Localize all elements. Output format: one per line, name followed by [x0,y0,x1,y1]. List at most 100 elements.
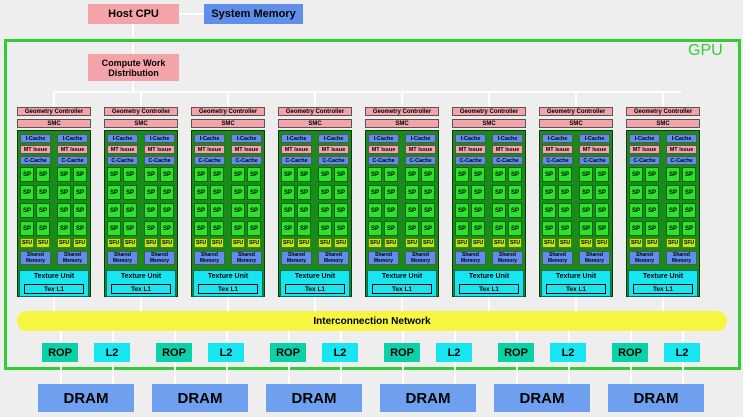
sfu-unit: SFU [542,238,556,248]
sp-core: SP [20,221,34,236]
sp-core: SP [231,203,245,218]
mt-issue: MT Issue [368,145,399,154]
network-to-l2-line [112,331,114,343]
network-to-rop-line [630,331,632,343]
sp-core: SP [629,203,643,218]
sp-core: SP [421,221,435,236]
l2-cache: L2 [664,343,700,362]
tpc-feed-line [314,92,316,107]
shared-memory: Shared Memory [368,251,399,265]
tpc-feed-line [575,92,577,107]
sp-core: SP [281,185,295,200]
sp-core: SP [384,203,398,218]
sp-core: SP [368,203,382,218]
sp-core: SP [334,185,348,200]
sp-core: SP [20,167,34,182]
tpc-to-network-line [227,297,229,311]
ccache: C-Cache [666,156,697,165]
sp-core: SP [682,185,696,200]
sfu-unit: SFU [682,238,696,248]
sfu-unit: SFU [421,238,435,248]
sp-core: SP [682,203,696,218]
geometry-controller: Geometry Controller [365,107,439,116]
geometry-controller: Geometry Controller [278,107,352,116]
tex-l1: Tex L1 [111,284,171,294]
sp-core: SP [281,167,295,182]
tex-l1: Tex L1 [459,284,519,294]
sp-core: SP [36,203,50,218]
sp-core: SP [579,167,593,182]
mt-issue: MT Issue [231,145,262,154]
rop-to-dram-line [516,362,518,384]
l2-to-dram-line [682,362,684,384]
sp-core: SP [318,221,332,236]
rop-unit: ROP [42,343,78,362]
sfu-unit: SFU [579,238,593,248]
sp-core: SP [123,221,137,236]
sfu-unit: SFU [194,238,208,248]
tpc-to-network-line [488,297,490,311]
sp-core: SP [595,167,609,182]
sp-core: SP [492,221,506,236]
rop-unit: ROP [612,343,648,362]
rop-to-dram-line [288,362,290,384]
tex-l1: Tex L1 [372,284,432,294]
sp-core: SP [558,221,572,236]
sfu-unit: SFU [210,238,224,248]
tex-l1: Tex L1 [198,284,258,294]
sp-core: SP [247,203,261,218]
ccache: C-Cache [318,156,349,165]
sp-core: SP [194,203,208,218]
mt-issue: MT Issue [281,145,312,154]
ccache: C-Cache [629,156,660,165]
sp-core: SP [384,221,398,236]
rop-unit: ROP [498,343,534,362]
sp-core: SP [144,167,158,182]
sp-core: SP [405,203,419,218]
mt-issue: MT Issue [57,145,88,154]
ccache: C-Cache [281,156,312,165]
sp-core: SP [508,221,522,236]
sp-core: SP [231,221,245,236]
ccache: C-Cache [368,156,399,165]
sp-core: SP [297,203,311,218]
sp-core: SP [160,221,174,236]
smc: SMC [191,119,265,128]
sp-core: SP [194,185,208,200]
sp-core: SP [508,167,522,182]
sp-core: SP [542,203,556,218]
sp-core: SP [281,203,295,218]
shared-memory: Shared Memory [194,251,225,265]
sp-core: SP [281,221,295,236]
icache: I-Cache [57,134,88,143]
icache: I-Cache [144,134,175,143]
sp-core: SP [384,185,398,200]
sp-core: SP [231,167,245,182]
sp-core: SP [36,221,50,236]
sp-core: SP [247,221,261,236]
tpc-to-network-line [53,297,55,311]
smc: SMC [278,119,352,128]
sp-core: SP [471,167,485,182]
gpu-label: GPU [688,42,723,59]
shared-memory: Shared Memory [107,251,138,265]
rop-to-dram-line [630,362,632,384]
sp-core: SP [666,221,680,236]
icache: I-Cache [666,134,697,143]
sfu-unit: SFU [231,238,245,248]
rop-unit: ROP [156,343,192,362]
sp-core: SP [73,221,87,236]
icache: I-Cache [629,134,660,143]
sp-core: SP [579,203,593,218]
geometry-controller: Geometry Controller [191,107,265,116]
mt-issue: MT Issue [455,145,486,154]
sp-core: SP [73,185,87,200]
sfu-unit: SFU [144,238,158,248]
sp-core: SP [107,185,121,200]
sp-core: SP [297,185,311,200]
dram-chip: DRAM [380,384,476,412]
icache: I-Cache [318,134,349,143]
sfu-unit: SFU [318,238,332,248]
tpc-feed-line [488,92,490,107]
l2-cache: L2 [322,343,358,362]
